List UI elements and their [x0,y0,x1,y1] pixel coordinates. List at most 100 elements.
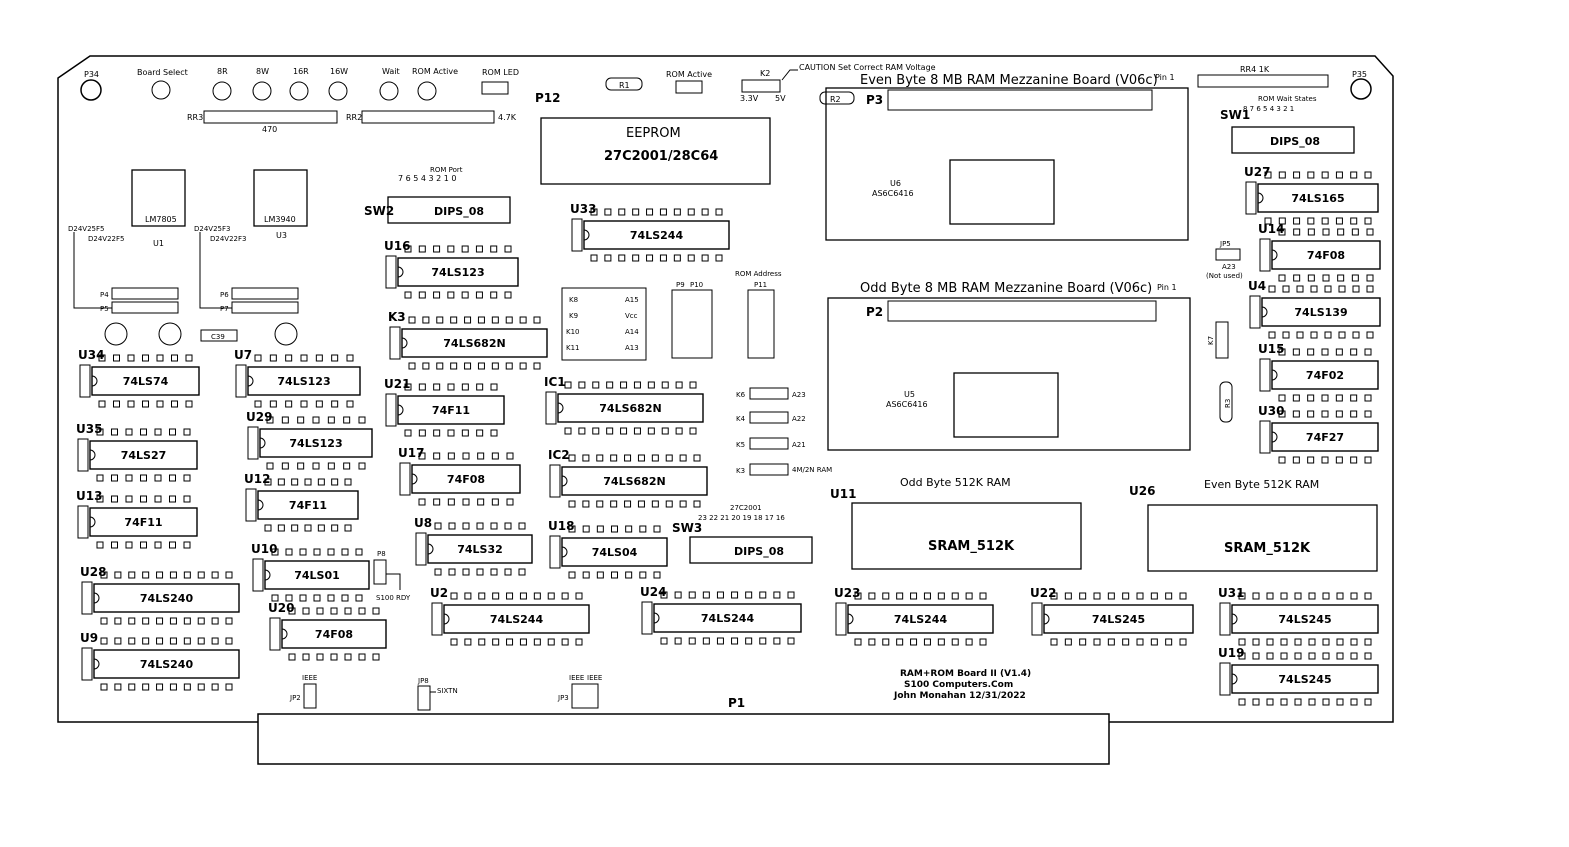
chip-pin [1336,592,1344,600]
chip-pin [330,607,338,615]
chip-pin [1350,698,1358,706]
chip-body [401,328,548,358]
chip-pin [418,383,426,391]
decoupling-capacitor [641,601,653,635]
chip-ref-label: U8 [414,516,432,530]
chip-pin [436,362,444,370]
chip-part-label: 74LS682N [599,402,661,415]
even-mezzanine-board [825,87,1189,241]
chip-pin [1364,410,1372,418]
k3-label: K3 [736,467,745,475]
chip-part-label: 74LS123 [431,266,484,279]
chip-pin [291,478,299,486]
chip-body [397,257,519,287]
s100rdy-leader [386,573,401,590]
u11-ref: U11 [830,487,856,501]
k10-a14-label: A14 [625,328,639,336]
chip-pin [313,594,321,602]
k9-label: K9 [569,312,578,320]
chip-body [89,440,198,470]
chip-pin [331,354,339,362]
chip-pin [142,683,150,691]
chip-pin [317,478,325,486]
resistor-r2 [819,91,855,105]
chip-pin [679,454,687,462]
chip-pin [475,291,483,299]
chip-pin [422,362,430,370]
k4-jumper [749,411,789,424]
chip-part-label: 74F11 [432,404,470,417]
d24v22f3-label: D24V22F3 [210,235,246,243]
u5-ref: U5 [904,390,915,399]
chip-pin [300,400,308,408]
chip-pin [693,500,701,508]
chip-pin [355,594,363,602]
capacitor-c4 [274,322,298,346]
k8-label: K8 [569,296,578,304]
chip-part-label: 74LS123 [277,375,330,388]
chip-pin [142,354,149,362]
k7-jumper [1215,321,1229,359]
board-select-label: Board Select [137,68,188,77]
k11-a13-label: A13 [625,344,639,352]
chip-pin [653,525,661,533]
chip-ref-label: U23 [834,586,860,600]
chip-notch [1271,431,1278,443]
u6-chip [949,159,1055,225]
chip-pin [128,617,136,625]
chip-pin [1282,331,1290,339]
chip-notch [1231,673,1238,685]
chip-pin [632,208,640,216]
k5-a21-label: A21 [792,441,806,449]
decoupling-capacitor [1219,662,1231,696]
chip-pin [1310,331,1318,339]
chip-pin [1278,217,1286,225]
k4-a22-label: A22 [792,415,806,423]
chip-notch [1261,306,1268,318]
chip-pin [745,591,753,599]
chip-pin [979,592,987,600]
chip-pin [113,354,120,362]
chip-pin [225,617,233,625]
p11-label: P11 [754,281,767,289]
chip-pin [661,427,669,435]
chip-body [1271,422,1379,452]
chip-pin [632,254,640,262]
chip-pin [606,427,614,435]
decoupling-capacitor [252,558,264,592]
chip-pin [490,568,498,576]
chip-pin [564,427,572,435]
chip-pin [505,362,513,370]
chip-pin [418,498,426,506]
decoupling-capacitor [1249,295,1261,329]
u6-ref: U6 [890,179,901,188]
chip-pin [1350,638,1358,646]
led-8w [252,81,272,101]
chip-pin [646,208,654,216]
chip-part-label: 74LS04 [592,546,638,559]
chip-pin [1337,274,1345,282]
chip-pin [197,571,205,579]
odd-mezz-label: Odd Byte 8 MB RAM Mezzanine Board (V06c) [860,281,1152,296]
chip-pin [596,571,604,579]
chip-pin [156,400,164,408]
chip-pin [653,571,661,579]
chip-part-label: 74LS244 [894,613,948,626]
decoupling-capacitor [389,326,401,360]
p34-label: P34 [84,70,99,79]
led-board-select [151,80,171,100]
chip-pin [1122,638,1130,646]
k6-label: K6 [736,391,746,399]
chip-body [91,366,200,396]
chip-pin [169,428,176,436]
chip-pin [225,637,233,645]
decoupling-capacitor [1245,181,1257,215]
chip-pin [701,254,709,262]
chip-body [1231,604,1379,634]
chip-pin [1336,638,1344,646]
chip-pin [702,637,710,645]
chip-pin [341,548,349,556]
